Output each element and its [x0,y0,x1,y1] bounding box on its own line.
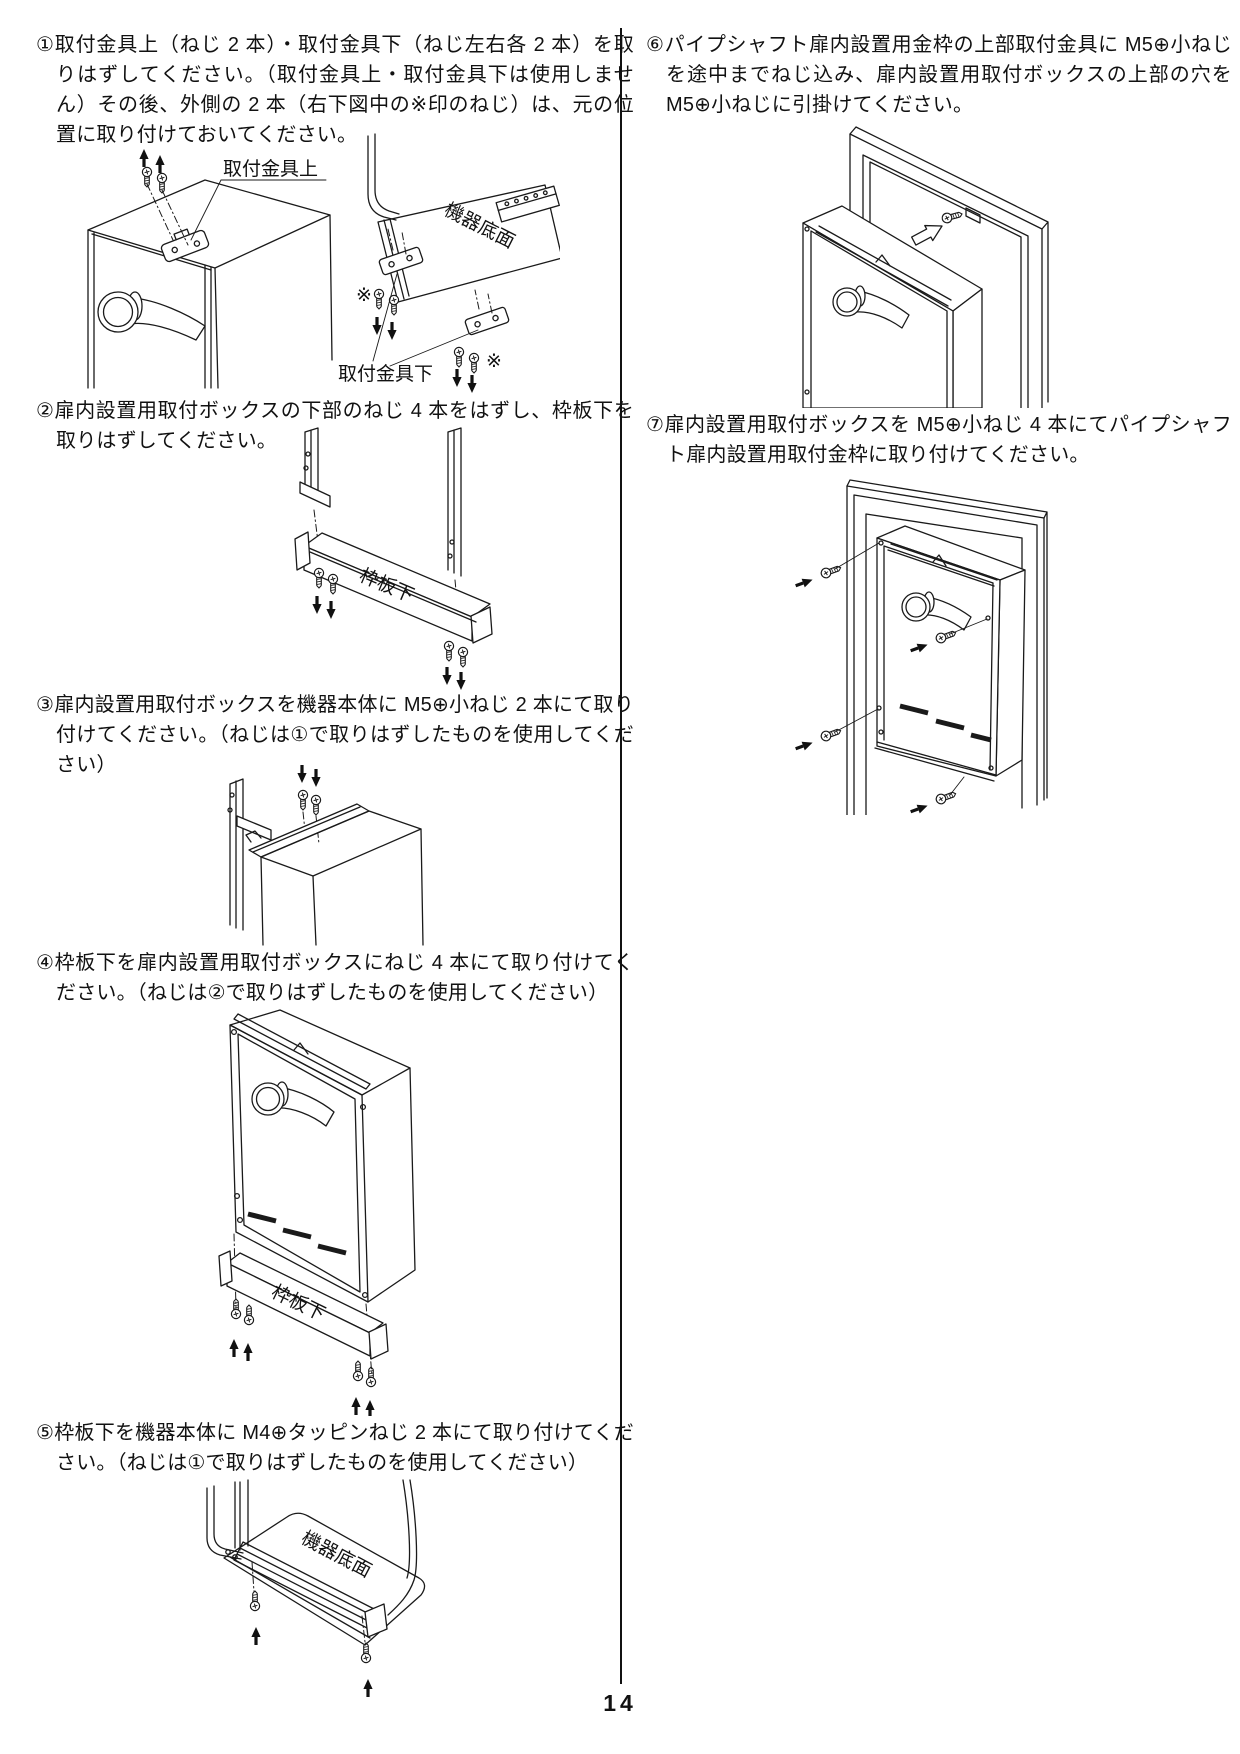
figure-3-mount-box-top-illustration [227,763,424,946]
step-3-text: ③扉内設置用取付ボックスを機器本体に M5⊕小ねじ 2 本にて取り付けてください… [36,694,634,776]
figure-6-hang-box-illustration [802,126,1049,408]
step-2-text: ②扉内設置用取付ボックスの下部のねじ 4 本をはずし、枠板下を取りはずしてくださ… [36,400,634,452]
step-1-text: ①取付金具上（ねじ 2 本）・取付金具下（ねじ左右各 2 本）を取りはずしてくだ… [36,34,634,146]
step-6-text: ⑥パイプシャフト扉内設置用金枠の上部取付金具に M5⊕小ねじを途中までねじ込み、… [646,34,1232,116]
step-4-text: ④枠板下を扉内設置用取付ボックスにねじ 4 本にて取り付けてください。（ねじは②… [36,952,634,1004]
figure-1-remove-brackets-illustration: 取付金具上 機器底面 ※ ※ 取付金 [87,133,560,393]
figure-5-unit-bottom-illustration: 機器底面 [206,1479,426,1699]
label-unit-bottom: 機器底面 [298,1527,375,1582]
asterisk-mark-left: ※ [356,285,372,306]
page-number: 14 [603,1690,637,1716]
figure-2-frame-plate-illustration: 枠板下 [294,427,493,692]
asterisk-mark-right: ※ [486,351,502,372]
column-divider [620,28,622,1684]
step-5-text: ⑤枠板下を機器本体に M4⊕タッピンねじ 2 本にて取り付けてください。（ねじは… [36,1422,634,1474]
label-bracket-top: 取付金具上 [223,158,318,180]
step-7-text: ⑦扉内設置用取付ボックスを M5⊕小ねじ 4 本にてパイプシャフト扉内設置用取付… [646,414,1232,466]
label-bracket-bottom: 取付金具下 [338,363,433,385]
figure-7-screw-box-to-frame-illustration [792,479,1048,815]
figure-4-attach-frame-plate-illustration: 枠板下 [218,1009,416,1416]
